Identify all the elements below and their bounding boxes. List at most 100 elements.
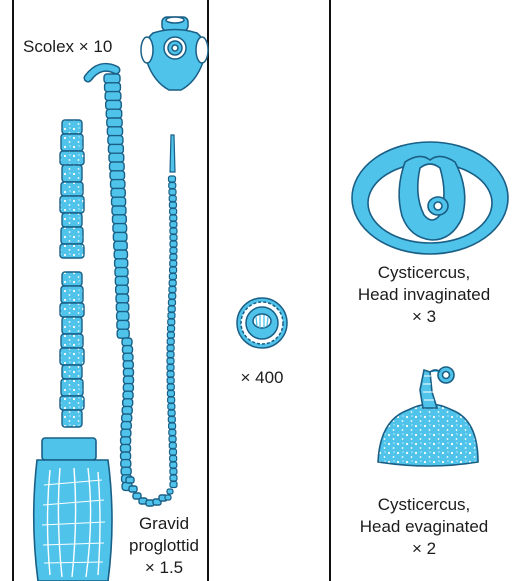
chain-segment xyxy=(115,259,128,268)
cysticercus-evaginated-label: Cysticercus, Head evaginated × 2 xyxy=(335,494,513,560)
neck-segment xyxy=(167,365,174,371)
chain-segment xyxy=(107,127,122,136)
chain-segment xyxy=(115,276,128,285)
chain-segment xyxy=(123,361,133,369)
neck-segment xyxy=(169,449,176,455)
mature-segment xyxy=(61,134,83,151)
chain-segment xyxy=(117,312,129,321)
neck-segment xyxy=(167,345,174,351)
neck-segment xyxy=(169,280,176,286)
mature-segment xyxy=(62,272,82,286)
neck-segment xyxy=(169,287,176,293)
chain-segment xyxy=(121,460,131,468)
mature-segment xyxy=(62,410,82,427)
gravid-line2: proglottid xyxy=(118,535,210,557)
cysticercus-invaginated-label: Cysticercus, Head invaginated × 3 xyxy=(335,262,513,328)
neck-segment xyxy=(168,319,175,325)
chain-segment xyxy=(115,268,128,277)
chain-segment xyxy=(121,437,131,445)
neck-segment xyxy=(170,235,177,241)
chain-segment xyxy=(104,74,120,83)
neck-segment xyxy=(169,436,176,442)
neck-segment xyxy=(170,222,177,228)
mature-segment xyxy=(61,286,83,303)
chain-segment xyxy=(108,144,123,153)
neck-segment xyxy=(170,228,177,234)
scolex-magnification: × 10 xyxy=(79,37,113,56)
scolex-label: Scolex × 10 xyxy=(23,36,112,58)
chain-segment xyxy=(126,477,134,483)
neck-segment xyxy=(170,248,177,254)
neck-chain xyxy=(165,135,177,500)
neck-segment xyxy=(169,183,176,189)
chain-segment xyxy=(111,188,125,197)
chain-segment xyxy=(109,153,124,162)
chain-segment xyxy=(123,368,133,376)
mature-segment xyxy=(62,317,82,334)
gravid-magnification: × 1.5 xyxy=(118,557,210,579)
neck-segment xyxy=(170,215,177,221)
cysticercus-invaginated-drawing xyxy=(352,142,508,254)
neck-segment xyxy=(167,332,174,338)
chain-segment xyxy=(112,197,126,206)
neck-segment xyxy=(170,261,177,267)
neck-segment xyxy=(169,430,176,436)
chain-segment xyxy=(122,338,132,346)
chain-segment xyxy=(121,422,131,430)
mature-segment xyxy=(62,365,82,379)
neck-segment xyxy=(170,241,177,247)
neck-segment xyxy=(167,378,174,384)
egg-drawing xyxy=(237,298,287,348)
mature-segment xyxy=(61,334,83,348)
neck-segment xyxy=(170,475,177,481)
chain-segment xyxy=(121,429,131,437)
neck-segment xyxy=(168,397,175,403)
chain-segment xyxy=(110,162,125,171)
neck-segment xyxy=(169,443,176,449)
mature-proglottids xyxy=(60,120,84,427)
chain-segment xyxy=(111,180,125,189)
neck-segment xyxy=(168,306,175,312)
neck-segment xyxy=(170,209,177,215)
chain-segment xyxy=(105,83,121,92)
chain-segment xyxy=(123,384,133,392)
chain-segment xyxy=(117,320,129,329)
chain-segment xyxy=(123,391,133,399)
mature-segment xyxy=(60,303,84,317)
neck-segment xyxy=(169,274,176,280)
chain-segment xyxy=(114,241,127,250)
chain-segment xyxy=(113,232,127,241)
chain-segment xyxy=(116,285,129,294)
neck-segment xyxy=(167,339,174,345)
chain-segment xyxy=(108,136,123,145)
chain-segment xyxy=(121,467,131,475)
mature-segment xyxy=(61,379,83,396)
mature-segment xyxy=(60,244,84,258)
neck-segment xyxy=(169,423,176,429)
neck-segment xyxy=(168,300,175,306)
neck-segment xyxy=(170,462,177,468)
gravid-proglottid-label: Gravid proglottid × 1.5 xyxy=(118,513,210,579)
chain-segment xyxy=(117,329,129,338)
neck-segment xyxy=(170,267,177,273)
mature-segment xyxy=(61,182,83,196)
chain-segment xyxy=(123,353,133,361)
mature-segment xyxy=(60,396,84,410)
neck-segment xyxy=(168,313,175,319)
scolex-text: Scolex xyxy=(23,37,74,56)
chain-segment xyxy=(114,250,127,259)
chain-segment xyxy=(121,444,131,452)
evaginated-magnification: × 2 xyxy=(335,538,513,560)
neck-segment xyxy=(167,489,173,494)
chain-segment xyxy=(113,224,127,233)
mature-segment xyxy=(61,227,83,244)
neck-segment xyxy=(169,202,176,208)
chain-segment xyxy=(110,171,124,180)
evaginated-line2: Head evaginated xyxy=(335,516,513,538)
chain-segment xyxy=(129,486,137,492)
chain-segment xyxy=(112,215,126,224)
neck-segment xyxy=(168,326,175,332)
chain-segment xyxy=(116,294,129,303)
neck-segment xyxy=(169,293,176,299)
